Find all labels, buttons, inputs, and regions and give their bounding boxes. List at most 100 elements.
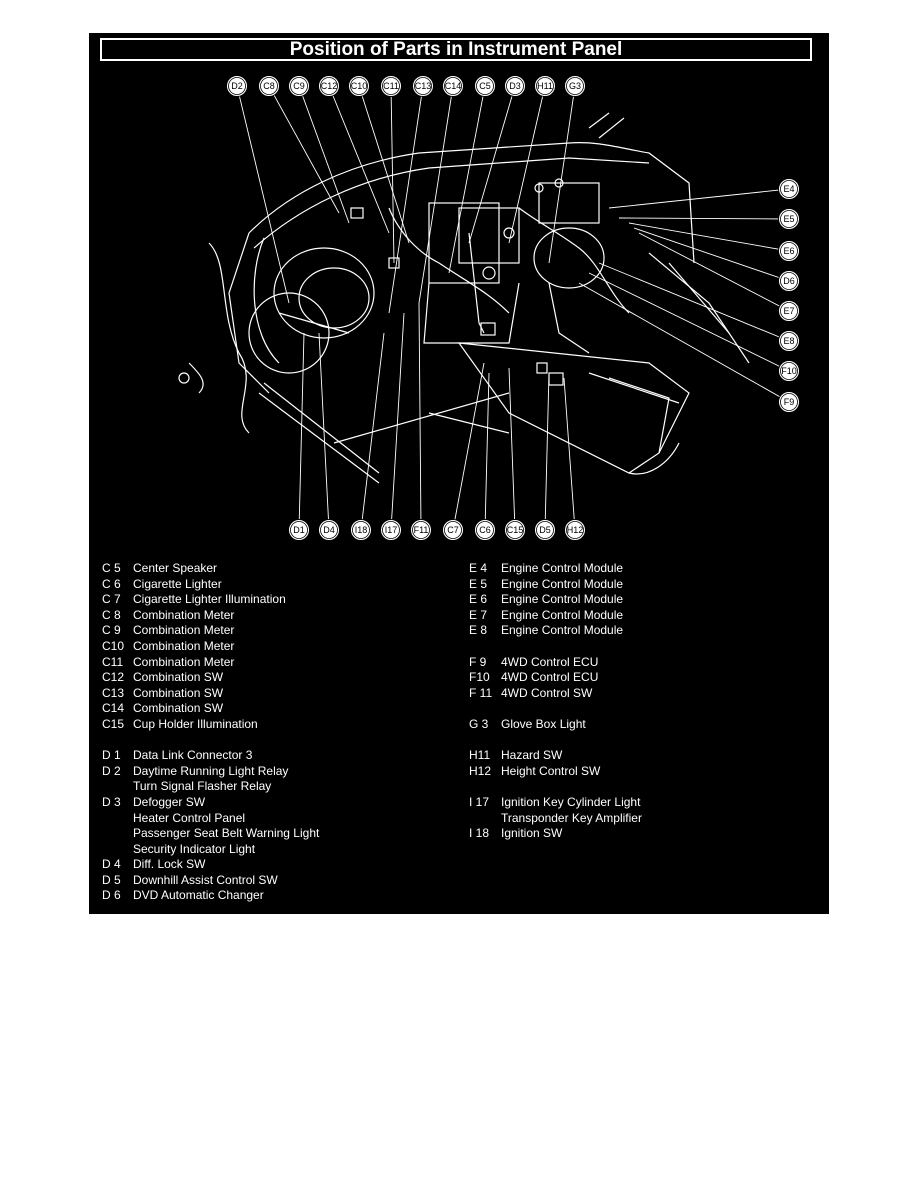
legend-part-name: Heater Control Panel <box>133 810 246 825</box>
callout-text: I17 <box>385 525 398 535</box>
leader-line <box>508 85 546 244</box>
legend-code: C10 <box>102 638 125 653</box>
legend-code: H11 <box>469 748 491 763</box>
legend-row: Passenger Seat Belt Warning Light <box>102 826 442 842</box>
legend-code: C15 <box>102 716 125 731</box>
callout-text: D1 <box>293 525 305 535</box>
callout-ring <box>260 77 278 95</box>
callout-ring <box>536 521 554 539</box>
callout-right-e4: E4 <box>778 178 800 200</box>
legend-code: C 6 <box>102 576 121 591</box>
callout-bottom-d4: D4 <box>318 519 340 541</box>
legend-part-name: Security Indicator Light <box>133 841 256 856</box>
callout-ring <box>228 77 246 95</box>
legend-part-name: Passenger Seat Belt Warning Light <box>133 826 320 841</box>
callout-right-f9: F9 <box>778 391 800 413</box>
callout-text: C6 <box>479 525 491 535</box>
legend-code: I 17 <box>469 794 490 809</box>
callout-text: G3 <box>569 81 581 91</box>
callout-text: H12 <box>567 525 584 535</box>
callout-circle <box>778 391 800 413</box>
leader-line <box>298 332 305 531</box>
callout-text: C7 <box>447 525 459 535</box>
legend-part-name: Defogger SW <box>133 794 206 809</box>
callout-ring <box>414 77 432 95</box>
legend-code: C12 <box>102 670 125 685</box>
leader-line <box>418 85 454 304</box>
legend-part-name: DVD Automatic Changer <box>133 888 264 903</box>
legend-part-name: Combination SW <box>133 685 224 700</box>
legend-code: D 1 <box>102 748 121 763</box>
callout-top-d3: D3 <box>504 75 526 97</box>
callout-leader-lines <box>236 85 790 531</box>
callout-top-c10: C10 <box>348 75 370 97</box>
callout-top-c14: C14 <box>442 75 464 97</box>
legend-code: C14 <box>102 701 125 716</box>
leader-line <box>468 85 516 244</box>
callout-ring <box>444 521 462 539</box>
callout-top-d2: D2 <box>226 75 248 97</box>
legend-part-name: Glove Box Light <box>501 716 586 731</box>
callout-ring <box>536 77 554 95</box>
legend-row <box>469 701 819 717</box>
legend-code: F 11 <box>469 685 493 700</box>
legend-part-name: Combination Meter <box>133 623 235 638</box>
legend-part-name: Daytime Running Light Relay <box>133 763 289 778</box>
legend-code: G 3 <box>469 716 489 731</box>
leader-line <box>508 367 516 531</box>
legend-row: G 3 Glove Box Light <box>469 717 819 733</box>
callout-circle <box>564 75 586 97</box>
callout-text: E7 <box>783 306 794 316</box>
callout-ring <box>780 180 798 198</box>
legend-part-name: Center Speaker <box>133 561 218 575</box>
callout-circle <box>380 519 402 541</box>
legend-part-name: Combination Meter <box>133 654 235 669</box>
legend-code: C 7 <box>102 592 121 607</box>
callout-text: C10 <box>351 81 368 91</box>
callout-circle <box>534 519 556 541</box>
callout-text: D3 <box>509 81 521 91</box>
legend-row: Turn Signal Flasher Relay <box>102 779 442 795</box>
callout-text: I18 <box>355 525 368 535</box>
callout-circle <box>778 178 800 200</box>
callout-bottom-i17: I17 <box>380 519 402 541</box>
callout-ring <box>780 242 798 260</box>
callout-text: E6 <box>783 246 794 256</box>
callout-circle <box>350 519 372 541</box>
callout-text: D5 <box>539 525 551 535</box>
callout-text: H11 <box>537 81 553 91</box>
legend-code: E 6 <box>469 592 488 607</box>
callout-circle <box>380 75 402 97</box>
leader-line <box>578 282 790 403</box>
legend-code: C 8 <box>102 607 121 622</box>
callout-right-d6: D6 <box>778 270 800 292</box>
callout-text: C15 <box>507 525 524 535</box>
leader-line <box>390 312 405 531</box>
legend-row <box>102 733 442 749</box>
callout-ring <box>780 302 798 320</box>
callout-ring <box>382 521 400 539</box>
callout-bottom-c7: C7 <box>442 519 464 541</box>
callout-circle <box>348 75 370 97</box>
callout-text: F9 <box>784 397 795 407</box>
leader-line <box>563 377 576 531</box>
leader-line <box>358 85 410 244</box>
callout-top-g3: G3 <box>564 75 586 97</box>
callout-ring <box>780 332 798 350</box>
callout-ring <box>476 77 494 95</box>
legend-row <box>469 639 819 655</box>
